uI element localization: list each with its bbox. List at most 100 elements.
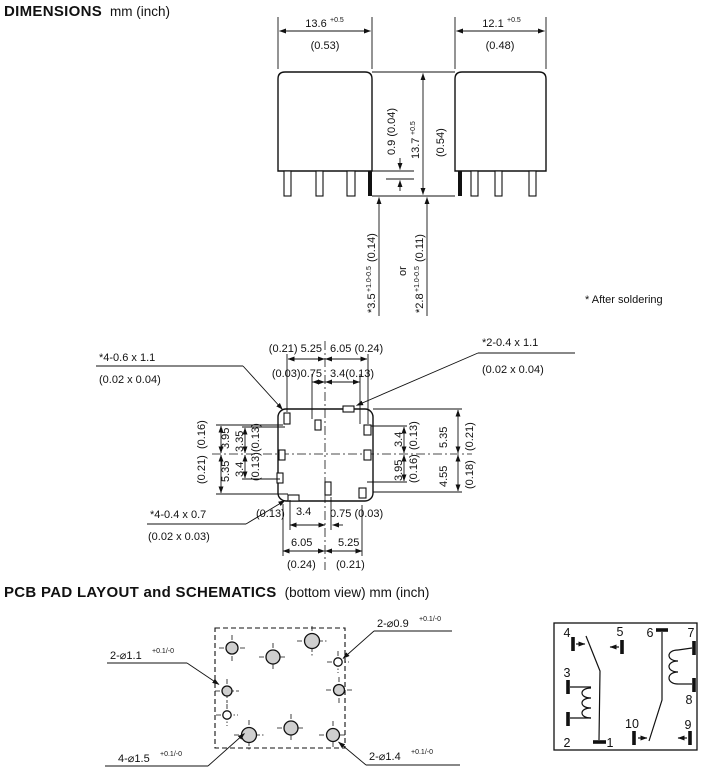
- contact-blade-pole2: [648, 632, 663, 742]
- pad-hole: [240, 726, 258, 744]
- dim-top-row2-right: 3.4(0.13): [330, 368, 374, 380]
- pad-hole: [332, 683, 346, 697]
- dim-right-inner-top-inch: (0.13): [408, 421, 420, 450]
- pad-label-bottom-left-tol: +0.1/-0: [160, 751, 182, 758]
- pin: [283, 170, 292, 197]
- bottom-view-drawing: (0.21) 5.25 6.05 (0.24) (0.03)0.75 3.4(0…: [96, 337, 575, 571]
- pad-hole: [325, 727, 341, 743]
- pin-number-3: 3: [564, 666, 571, 680]
- dim-right-inner-bottom: 3.95: [393, 460, 405, 481]
- callout-leader: [245, 500, 286, 525]
- pin-number-2: 2: [564, 736, 571, 750]
- pin-slot: [324, 481, 332, 496]
- dim-pin-length-a: *3.5: [366, 293, 378, 313]
- pin-slot: [342, 405, 355, 413]
- pin-slot: [314, 419, 322, 431]
- pin-filled: [368, 171, 372, 196]
- dim-case-height: 13.7: [410, 138, 422, 159]
- dim-width-mm: 12.1: [482, 18, 503, 30]
- dim-width-inch: (0.53): [311, 40, 340, 52]
- dimensions-units: mm (inch): [110, 4, 171, 19]
- dim-left-inner-top-inch: (0.13): [250, 423, 262, 452]
- pin: [528, 170, 537, 197]
- coil-wire: [677, 647, 693, 651]
- dim-right-outer-top-inch: (0.21): [464, 422, 476, 451]
- pin-number-5: 5: [617, 625, 624, 639]
- callout-bottom-left-line1: *4-0.4 x 0.7: [150, 509, 206, 521]
- schematic-diagram: 4 5 6 7 3 2 1 10 9 8: [553, 622, 698, 751]
- callout-leader: [356, 352, 479, 406]
- dim-left-outer-top: 3.95: [220, 428, 232, 449]
- front-view-drawing: 13.6 +0.5 (0.53): [277, 17, 373, 197]
- pin-number-4: 4: [564, 626, 571, 640]
- pin-number-6: 6: [647, 626, 654, 640]
- pin-slot: [358, 487, 367, 499]
- pin-number-9: 9: [685, 718, 692, 732]
- pin-number-7: 7: [688, 626, 695, 640]
- dimensions-header: DIMENSIONS mm (inch): [4, 3, 170, 21]
- callout-leader: [186, 662, 220, 685]
- pcb-pad-layout: 2-⌀1.1 +0.1/-0 2-⌀0.9 +0.1/-0 4-⌀1.5 +0.…: [105, 616, 460, 767]
- pad-hole: [225, 641, 239, 655]
- pin: [315, 170, 324, 197]
- pad-hole: [265, 649, 281, 665]
- pin: [470, 170, 479, 197]
- pad-label-top-left-tol: +0.1/-0: [152, 648, 174, 655]
- dim-right-outer-top: 5.35: [438, 427, 450, 448]
- pcb-header: PCB PAD LAYOUT and SCHEMATICS (bottom vie…: [4, 584, 429, 602]
- dim-left-inner-bottom: 3.4: [234, 462, 246, 477]
- relay-outline-bottom: [277, 408, 374, 502]
- pad-hole: [222, 710, 232, 720]
- pin-slot: [363, 449, 372, 461]
- dim-case-height-tol: +0.5: [410, 121, 417, 135]
- dim-pin-length-b: *2.8: [414, 293, 426, 313]
- dim-bottom-row1-mid: 3.4: [296, 506, 311, 518]
- dim-top-row2-left: (0.03)0.75: [272, 368, 322, 380]
- height-dimensions: 0.9 (0.04) 13.7 +0.5 (0.54) *3.5 +1.0-0.…: [366, 71, 663, 316]
- dim-pin-length-b-tol: +1.0-0.5: [414, 266, 421, 292]
- pin-number-8: 8: [686, 693, 693, 707]
- pin: [494, 170, 503, 197]
- pcb-title: PCB PAD LAYOUT and SCHEMATICS: [4, 584, 277, 601]
- pad-label-top-left: 2-⌀1.1: [110, 650, 142, 662]
- dim-width-mm: 13.6: [305, 18, 326, 30]
- dim-left-outer-bottom: 5.35: [220, 461, 232, 482]
- dim-left-inner-bottom-inch: (0.13): [250, 452, 262, 481]
- dim-left-outer-bottom-inch: (0.21): [196, 455, 208, 484]
- callout-top-left-line1: *4-0.6 x 1.1: [99, 352, 155, 364]
- callout-leader: [342, 630, 375, 659]
- pad-label-bottom-right: 2-⌀1.4: [369, 751, 401, 763]
- dim-right-inner-top: 3.4: [393, 432, 405, 447]
- pin-slot: [283, 412, 291, 425]
- pad-hole: [283, 720, 299, 736]
- dim-top-row1-right: 6.05 (0.24): [330, 343, 383, 355]
- pad-label-bottom-right-tol: +0.1/-0: [411, 749, 433, 756]
- pcb-subtitle: (bottom view) mm (inch): [284, 585, 430, 600]
- contact-blade-pole1: [585, 635, 601, 741]
- dim-pin-length-a-inch: (0.14): [366, 233, 378, 262]
- dim-standoff: 0.9 (0.04): [386, 108, 398, 155]
- pin-filled: [458, 171, 462, 196]
- callout-top-right-line1: *2-0.4 x 1.1: [482, 337, 538, 349]
- dim-bottom-row1-left: (0.13): [256, 508, 285, 520]
- pin-slot: [363, 424, 372, 436]
- dimensions-title: DIMENSIONS: [4, 3, 103, 20]
- callout-top-left-line2: (0.02 x 0.04): [99, 374, 161, 386]
- callout-bottom-left-line2: (0.02 x 0.03): [148, 531, 210, 543]
- coil-left: [581, 687, 592, 719]
- or-label: or: [397, 266, 409, 276]
- dim-right-outer-bottom-inch: (0.18): [464, 460, 476, 489]
- coil-right: [668, 649, 679, 685]
- dim-bottom-row2-left: 6.05: [291, 537, 312, 549]
- pin-number-10: 10: [625, 717, 639, 731]
- dim-pin-length-b-inch: (0.11): [414, 234, 426, 262]
- dim-width-tol: +0.5: [507, 17, 521, 24]
- pin-number-1: 1: [607, 736, 614, 750]
- relay-case-side: [454, 71, 547, 172]
- pad-hole: [221, 685, 233, 697]
- pad-label-bottom-left: 4-⌀1.5: [118, 753, 150, 765]
- dim-left-outer-top-inch: (0.16): [196, 420, 208, 449]
- dim-right-inner-bottom-inch: (0.16): [408, 454, 420, 483]
- dim-bottom-row3-left: (0.24): [287, 559, 316, 571]
